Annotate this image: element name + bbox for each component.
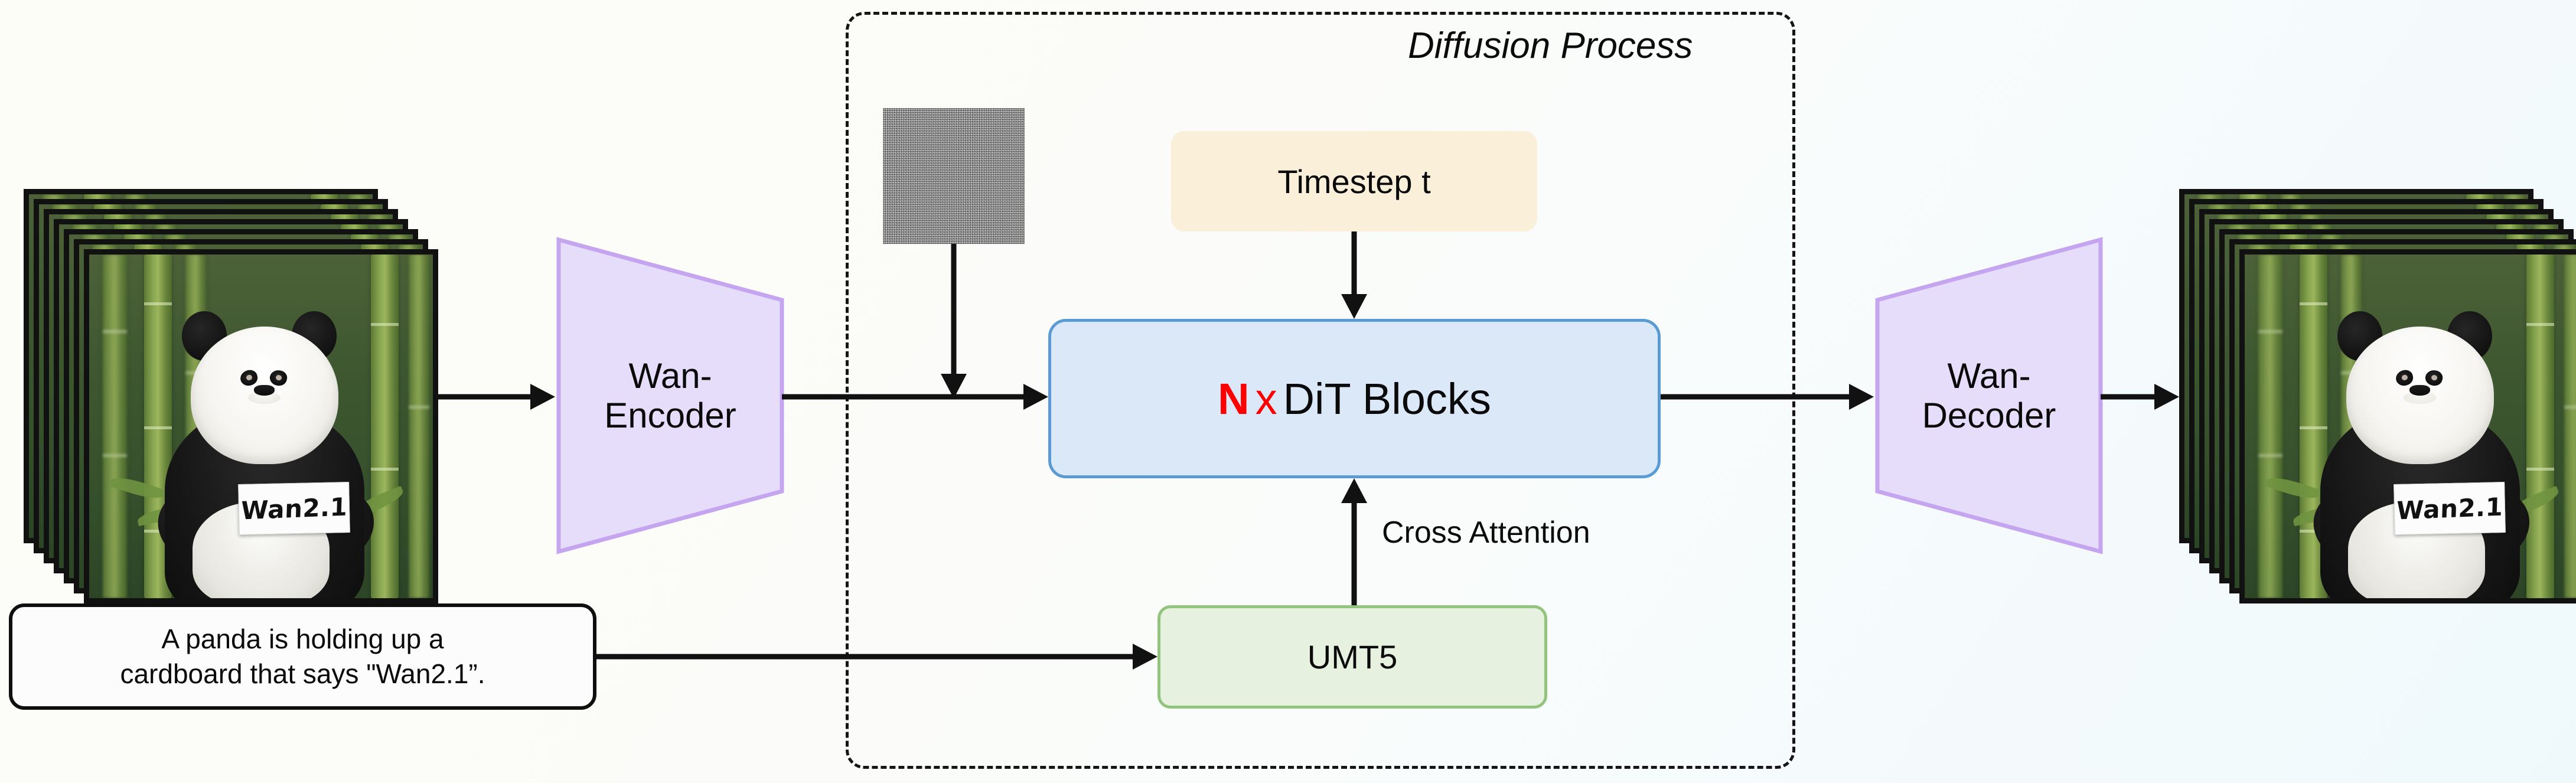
dit-blocks-node[interactable]: N x DiT Blocks — [1048, 319, 1661, 478]
timestep-label: Timestep t — [1277, 162, 1431, 200]
wan-decoder-shape — [1875, 237, 2103, 554]
cross-attention-label: Cross Attention — [1382, 516, 1590, 550]
panda-sign-text: Wan2.1 — [2396, 492, 2504, 526]
diffusion-process-container — [846, 12, 1795, 769]
output-video-frame-stack: Wan2.1 — [2179, 189, 2576, 603]
panda-sign: Wan2.1 — [238, 482, 351, 536]
dit-blocks-multiply-symbol: x — [1255, 374, 1277, 423]
dit-blocks-label: DiT Blocks — [1283, 374, 1491, 423]
timestep-node[interactable]: Timestep t — [1171, 131, 1537, 231]
umt5-label: UMT5 — [1307, 638, 1398, 676]
umt5-node[interactable]: UMT5 — [1157, 605, 1547, 709]
text-prompt-line1: A panda is holding up a — [161, 624, 444, 655]
video-frame: Wan2.1 — [84, 249, 438, 603]
panda-sign-text: Wan2.1 — [240, 492, 348, 526]
video-frame: Wan2.1 — [2239, 249, 2576, 603]
text-prompt-box[interactable]: A panda is holding up a cardboard that s… — [9, 603, 596, 710]
panda-sign: Wan2.1 — [2394, 482, 2506, 536]
input-video-frame-stack: Wan2.1 — [24, 189, 438, 603]
wan-encoder-shape — [556, 237, 784, 554]
noise-latent-patch — [883, 108, 1025, 244]
diffusion-process-label: Diffusion Process — [1408, 25, 1693, 66]
text-prompt-line2: cardboard that says "Wan2.1”. — [120, 658, 485, 689]
dit-blocks-n: N — [1218, 374, 1250, 423]
